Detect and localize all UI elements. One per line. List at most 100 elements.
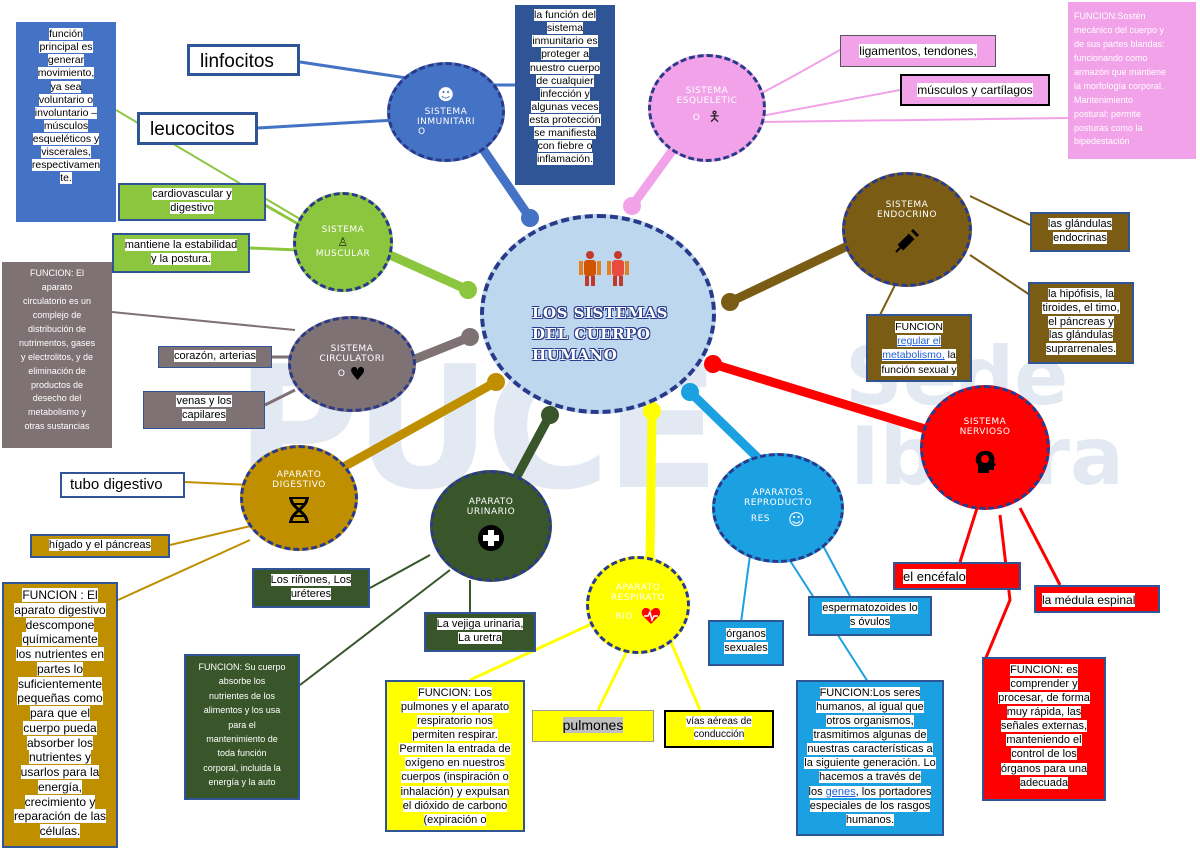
node-sistema-esqueletico: SISTEMA ESQUELETIC O 🯅 <box>648 54 766 162</box>
text-line: involuntario – <box>34 106 98 119</box>
text-line: metabolismo y <box>27 407 87 418</box>
text-line: reparación de las <box>13 809 107 824</box>
link-metabolismo[interactable]: regular el <box>897 335 941 348</box>
box-funcion-digestivo: FUNCION : El aparato digestivo descompon… <box>2 582 118 848</box>
text-line: comprender y <box>1010 678 1078 691</box>
node-label-line: INMUNITARI <box>417 117 475 127</box>
text-line: FUNCION : El <box>22 588 98 602</box>
text-line: nutrientes de los <box>208 690 276 701</box>
text-line: la hipófisis, la <box>1047 288 1115 300</box>
box-higado-pancreas: hígado y el páncreas <box>30 534 170 558</box>
text-line: químicamente <box>22 632 98 647</box>
text-line: esqueléticos y <box>32 133 100 145</box>
connector-respiratorio <box>645 410 657 561</box>
box-leucocitos: leucocitos <box>137 112 258 145</box>
text-line: crecimiento y <box>24 794 96 809</box>
text-line: inhalación) y expulsan <box>400 785 510 798</box>
node-label-line: CIRCULATORI <box>319 353 385 364</box>
text-line: conducción <box>693 728 745 740</box>
connector-dot <box>704 355 722 373</box>
text-line: respectivamen <box>31 159 101 172</box>
text-line: FUNCION: Los <box>418 687 492 699</box>
link-genes[interactable]: genes <box>825 785 856 798</box>
node-label-line: ENDOCRINO <box>877 210 937 220</box>
link-metabolismo[interactable]: metabolismo, <box>882 349 945 362</box>
node-label-line: APARATOS <box>752 487 804 498</box>
text-line: corazón, arterias <box>174 350 256 362</box>
text-line: generar <box>47 54 85 67</box>
text-line: posturas como la <box>1074 122 1143 133</box>
text-line: te. <box>60 172 72 185</box>
text-line: cuerpos (inspiración o <box>401 771 509 784</box>
text-line: para que el <box>29 706 91 720</box>
text-line: esta protección <box>529 114 601 126</box>
node-sistema-muscular: SISTEMA ♙ MUSCULAR <box>293 192 393 292</box>
text-line: se manifiesta <box>534 127 596 140</box>
text-line: función sexual y <box>881 363 957 376</box>
text-line: armazón que mantiene <box>1074 66 1167 77</box>
text-line: cuerpo pueda <box>23 720 97 735</box>
center-title-line: HUMANO <box>532 345 618 364</box>
box-hipofisis: la hipófisis, la tiroides, el timo, el p… <box>1028 282 1134 364</box>
text-line: señales externas, <box>1000 720 1088 733</box>
box-glandulas-endocrinas: las glándulas endocrinas <box>1030 212 1130 252</box>
text-line: procesar, de forma <box>998 692 1090 705</box>
node-label-line: SISTEMA <box>963 417 1007 427</box>
node-label-line: O <box>692 113 701 123</box>
text-line: distribución de <box>27 323 87 334</box>
text-line: (expiración o <box>423 813 487 826</box>
head-brain-icon <box>972 449 998 478</box>
text-line: muy rápida, las <box>1006 706 1082 719</box>
text-line: pequeñas como <box>17 691 103 706</box>
node-label-line: SISTEMA <box>885 200 929 210</box>
text-line: absorbe los <box>218 676 266 687</box>
text-line: órganos <box>726 628 766 640</box>
human-anatomy-icon <box>576 250 634 286</box>
box-pulmones: pulmones <box>532 710 654 742</box>
box-vejiga-uretra: La vejiga urinaria, La uretra <box>424 612 536 652</box>
syringe-icon <box>892 226 922 259</box>
text-line: FUNCION <box>895 321 943 333</box>
text-line: trasmitimos algunas de <box>813 729 927 742</box>
box-encefalo: el encéfalo <box>893 562 1021 590</box>
box-funcion-muscular: función principal es generar movimiento,… <box>16 22 116 222</box>
text-line: FUNCION: es <box>1010 664 1078 676</box>
text-line: la <box>944 349 956 362</box>
text-line: el páncreas y <box>1048 315 1114 328</box>
text-line: inmunitario es <box>532 35 598 48</box>
text-line: la siguiente generación. Lo <box>804 757 936 770</box>
smiley-eyes-icon: ☺ <box>787 509 806 529</box>
node-label-line: REPRODUCTO <box>743 497 813 508</box>
box-musculos-cartilagos: músculos y cartílagos <box>900 74 1050 106</box>
text-line: eliminación de <box>28 365 86 376</box>
node-sistema-circulatorio: SISTEMA CIRCULATORI O ♥ <box>288 316 416 412</box>
text-line: sexuales <box>724 641 768 654</box>
text-line: partes lo <box>36 661 84 676</box>
text-line: voluntario o <box>38 93 94 106</box>
node-label-line: SISTEMA <box>685 86 729 96</box>
text-line: La uretra <box>457 631 503 644</box>
text-line: inflamación. <box>536 153 594 166</box>
text-line: músculos <box>43 119 89 132</box>
text-line: de sus partes blandas: <box>1074 38 1165 49</box>
text-line: FUNCION: El <box>30 268 84 278</box>
connector-urinario <box>511 412 554 483</box>
text-line: absorber los <box>26 735 94 750</box>
box-espermatozoides: espermatozoides lo s óvulos <box>808 596 932 636</box>
connector-dot <box>681 383 699 401</box>
text-line: nuestras características a <box>807 743 933 756</box>
figure-icon: ♙ <box>337 235 349 249</box>
text-line: uréteres <box>290 587 332 600</box>
text-line: de cualquier <box>536 74 594 87</box>
node-aparatos-reproductores: APARATOS REPRODUCTO RES ☺ <box>712 453 844 563</box>
text-line: energía, <box>37 779 83 794</box>
box-tubo-digestivo: tubo digestivo <box>60 472 185 498</box>
dna-icon <box>287 496 311 527</box>
central-node: LOS SISTEMAS DEL CUERPO HUMANO <box>480 214 716 414</box>
box-funcion-nervioso: FUNCION: es comprender y procesar, de fo… <box>982 657 1106 801</box>
box-funcion-endocrino: FUNCION regular el metabolismo, la funci… <box>866 314 972 382</box>
node-label-line: NERVIOSO <box>959 427 1011 437</box>
box-organos-sexuales: órganos sexuales <box>708 620 784 666</box>
box-funcion-circulatorio: FUNCION: El aparato circulatorio es un c… <box>2 262 112 448</box>
